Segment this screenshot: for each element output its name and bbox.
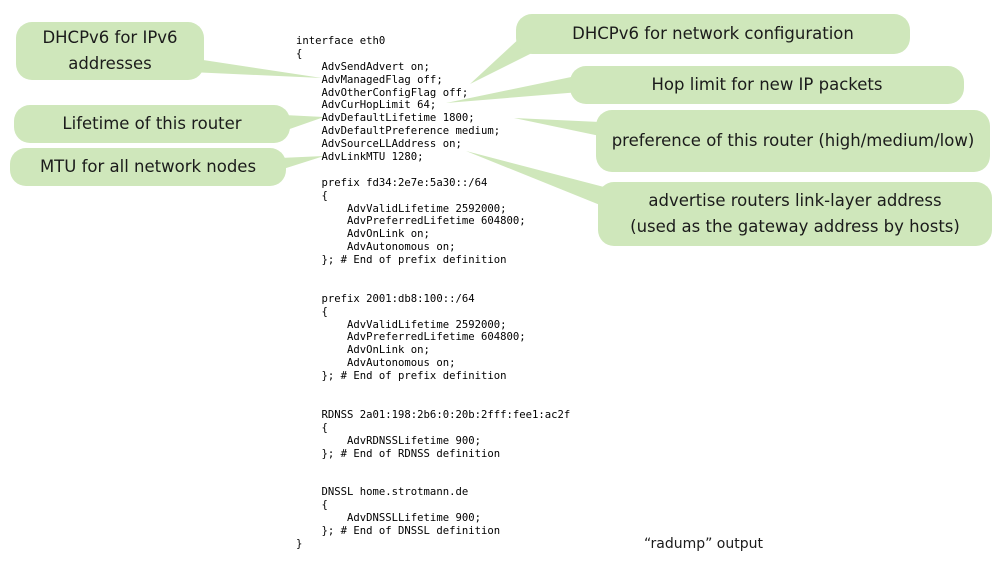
- connector-dhcpv6-addresses: [190, 58, 322, 78]
- connector-link-layer: [466, 151, 604, 205]
- connector-mtu: [280, 156, 324, 170]
- code-line: RDNSS 2a01:198:2b6:0:20b:2fff:fee1:ac2f: [296, 408, 571, 421]
- code-line: AdvCurHopLimit 64;: [296, 99, 437, 112]
- code-line: [296, 383, 570, 396]
- code-line: AdvSendAdvert on;: [296, 60, 430, 73]
- callout-line: DHCPv6 for IPv6: [42, 28, 178, 47]
- callout-mtu: MTU for all network nodes: [10, 148, 286, 186]
- connector-router-lifetime: [284, 115, 324, 131]
- code-line: AdvAutonomous on;: [296, 241, 456, 254]
- code-line: AdvOtherConfigFlag off;: [296, 86, 469, 99]
- code-line: AdvLinkMTU 1280;: [296, 151, 424, 164]
- callout-dhcpv6-addresses: DHCPv6 for IPv6 addresses: [16, 22, 204, 80]
- callout-line: (used as the gateway address by hosts): [630, 217, 960, 236]
- callout-router-lifetime: Lifetime of this router: [14, 105, 290, 143]
- code-line: [296, 267, 570, 280]
- code-line: }; # End of RDNSS definition: [296, 447, 501, 460]
- code-line: }: [296, 537, 303, 550]
- callout-line: Hop limit for new IP packets: [651, 75, 883, 94]
- callout-link-layer-address: advertise routers link-layer address (us…: [598, 182, 992, 246]
- connector-router-preference: [514, 118, 600, 136]
- code-line: AdvSourceLLAddress on;: [296, 138, 462, 151]
- callout-line: MTU for all network nodes: [39, 157, 257, 176]
- callout-dhcpv6-config: DHCPv6 for network configuration: [516, 14, 910, 54]
- code-line: AdvDefaultLifetime 1800;: [296, 112, 475, 125]
- code-line: AdvOnLink on;: [296, 344, 430, 357]
- code-line: AdvPreferredLifetime 604800;: [296, 331, 526, 344]
- code-line: }; # End of DNSSL definition: [296, 524, 501, 537]
- code-line: {: [296, 499, 328, 512]
- callout-line: Lifetime of this router: [62, 114, 242, 133]
- code-line: {: [296, 305, 328, 318]
- code-line: [296, 473, 570, 486]
- code-line: AdvManagedFlag off;: [296, 73, 443, 86]
- callout-line: advertise routers link-layer address: [648, 191, 942, 210]
- code-line: {: [296, 421, 328, 434]
- code-line: }; # End of prefix definition: [296, 254, 507, 267]
- code-line: AdvValidLifetime 2592000;: [296, 202, 507, 215]
- code-line: interface eth0: [296, 35, 386, 47]
- code-line: }; # End of prefix definition: [296, 370, 507, 383]
- code-line: AdvAutonomous on;: [296, 357, 456, 370]
- radvd-config-code: interface eth0{ AdvSendAdvert on; AdvMan…: [296, 35, 570, 551]
- code-line: [296, 280, 570, 293]
- code-line: DNSSL home.strotmann.de: [296, 486, 469, 499]
- callout-line: DHCPv6 for network configuration: [572, 24, 854, 43]
- code-line: AdvPreferredLifetime 604800;: [296, 215, 526, 228]
- code-line: [296, 396, 570, 409]
- code-line: {: [296, 189, 328, 202]
- callout-router-preference: preference of this router (high/medium/l…: [596, 110, 990, 172]
- code-line: AdvOnLink on;: [296, 228, 430, 241]
- connector-hop-limit: [446, 76, 580, 103]
- callout-line: preference of this router (high/medium/l…: [611, 131, 975, 150]
- code-line: prefix fd34:2e7e:5a30::/64: [296, 176, 488, 189]
- code-line: [296, 164, 570, 177]
- output-caption: “radump” output: [644, 536, 763, 552]
- callout-hop-limit: Hop limit for new IP packets: [570, 66, 964, 104]
- callout-line: addresses: [68, 54, 152, 73]
- code-line: AdvDNSSLLifetime 900;: [296, 511, 481, 524]
- code-line: [296, 460, 570, 473]
- code-line: AdvValidLifetime 2592000;: [296, 318, 507, 331]
- code-line: AdvRDNSSLifetime 900;: [296, 434, 481, 447]
- code-line: AdvDefaultPreference medium;: [296, 125, 501, 138]
- code-line: {: [296, 47, 303, 60]
- code-line: prefix 2001:db8:100::/64: [296, 292, 475, 305]
